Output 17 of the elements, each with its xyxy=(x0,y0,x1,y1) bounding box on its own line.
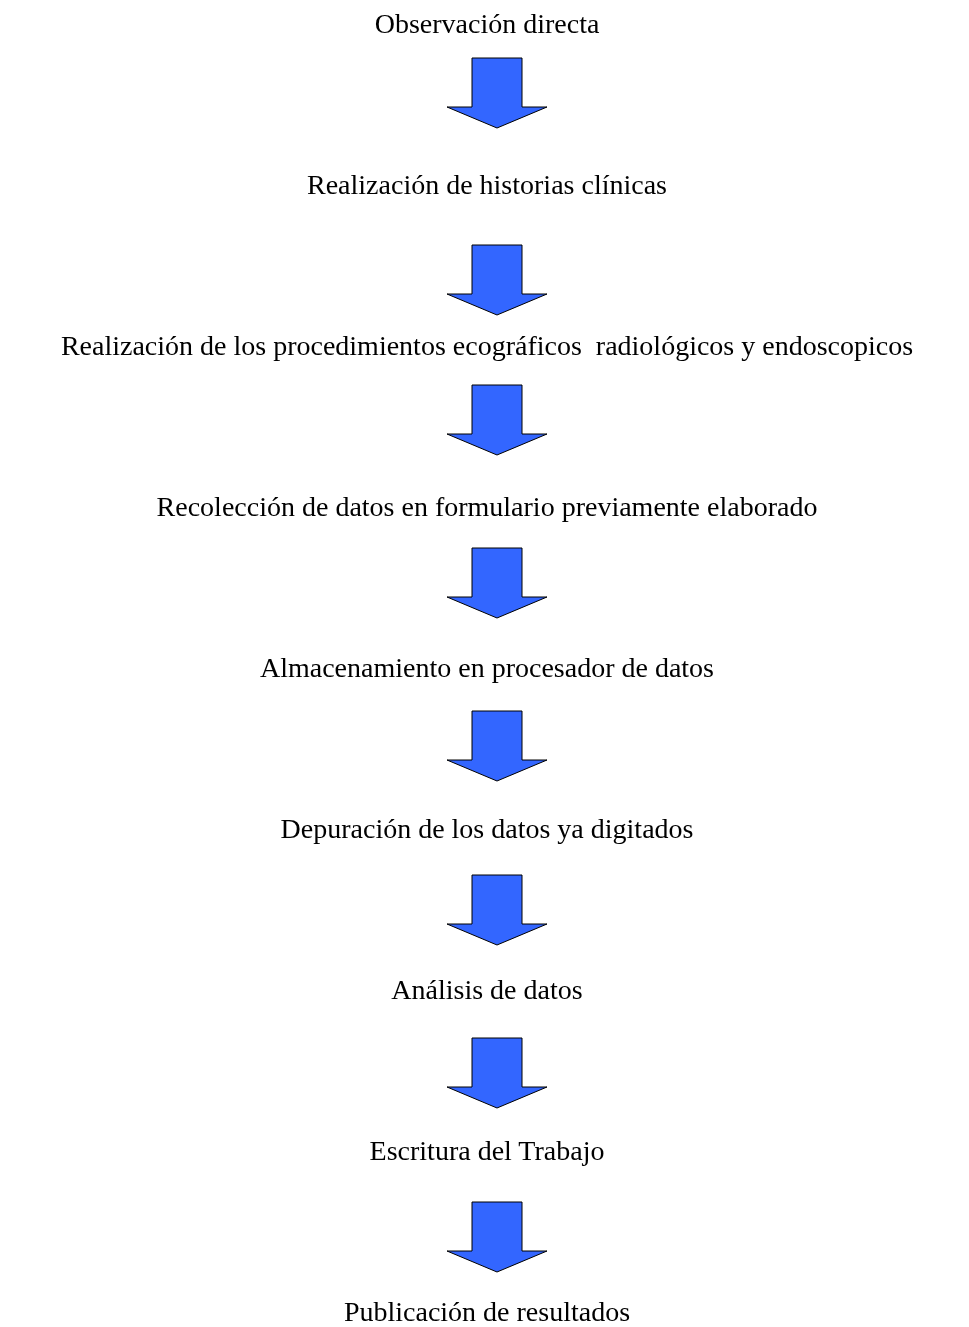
block-arrow xyxy=(446,244,548,316)
step-text: Realización de historias clínicas xyxy=(307,167,667,203)
step-text: Realización de los procedimientos ecográficos radiológicos y endoscopicos xyxy=(60,328,914,364)
block-arrow xyxy=(446,547,548,619)
step-text: Almacenamiento en procesador de datos xyxy=(260,650,714,686)
block-arrow xyxy=(446,710,548,782)
block-arrow xyxy=(446,874,548,946)
block-arrow xyxy=(446,57,548,129)
block-arrow xyxy=(446,384,548,456)
step-text: Recolección de datos en formulario previamente elaborado xyxy=(156,489,818,525)
block-arrow xyxy=(446,1201,548,1273)
step-text: Publicación de resultados xyxy=(343,1294,631,1327)
step-text: Observación directa xyxy=(374,6,600,42)
block-arrow xyxy=(446,1037,548,1109)
step-text: Análisis de datos xyxy=(391,972,583,1008)
step-text: Depuración de los datos ya digitados xyxy=(280,811,694,847)
step-text: Escritura del Trabajo xyxy=(369,1133,605,1169)
